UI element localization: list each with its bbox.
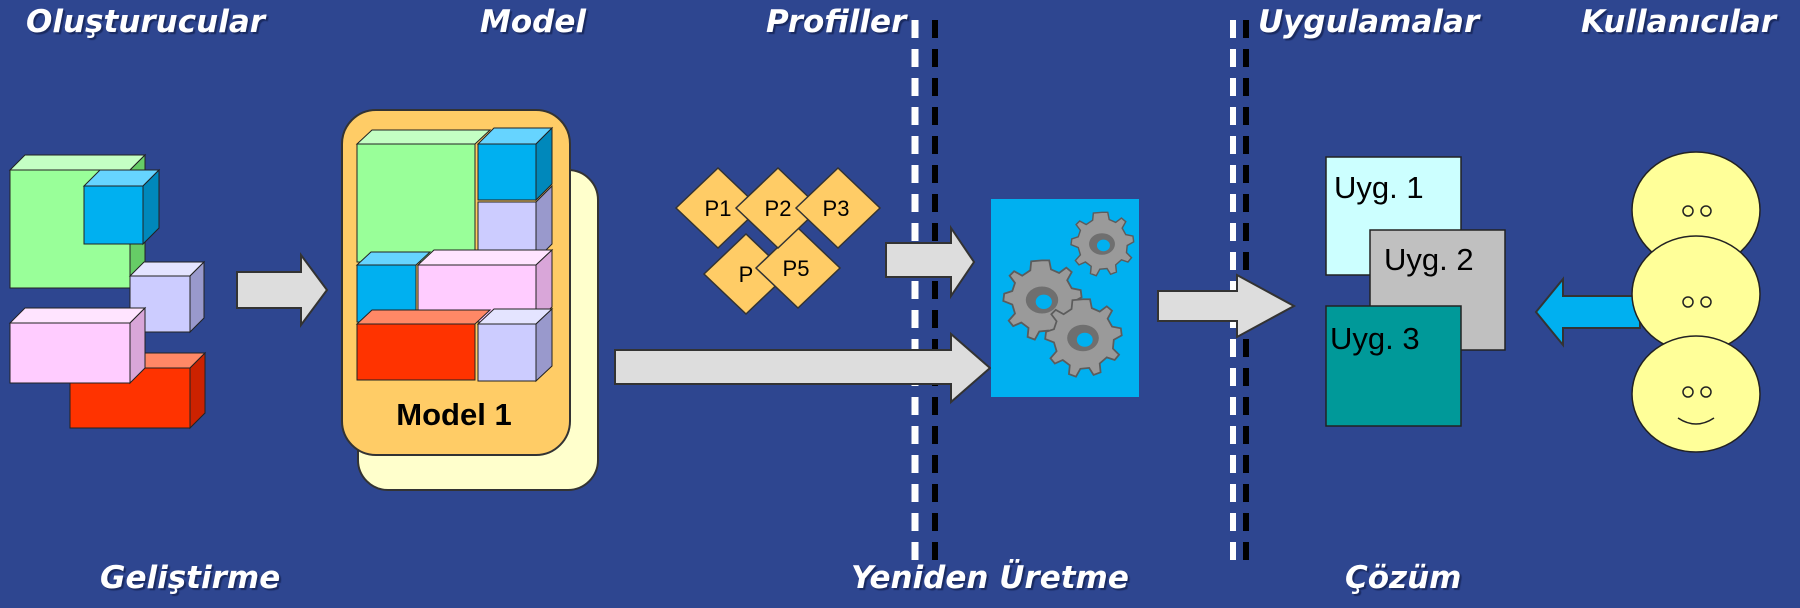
arrow-profiles-to-generator bbox=[885, 224, 976, 300]
lavender-box bbox=[128, 260, 206, 334]
pink-box bbox=[8, 306, 147, 385]
heading-model: Model bbox=[480, 4, 586, 40]
app-stack: Uyg. 1 Uyg. 2 Uyg. 3 bbox=[1325, 156, 1506, 427]
model-green-block bbox=[355, 129, 492, 263]
app-3 bbox=[1325, 305, 1462, 427]
phase-development: Geliştirme bbox=[100, 560, 281, 596]
heading-profiles: Profiller bbox=[766, 4, 907, 40]
model-lavender-block-2 bbox=[476, 307, 554, 383]
profile-p3: P3 bbox=[794, 166, 882, 250]
profile-label: P bbox=[739, 262, 754, 287]
creators-box-cluster bbox=[8, 153, 207, 430]
heading-applications: Uygulamalar bbox=[1258, 4, 1480, 40]
heading-creators: Oluşturucular bbox=[26, 4, 266, 40]
heading-users: Kullanıcılar bbox=[1581, 4, 1777, 40]
phase-regeneration: Yeniden Üretme bbox=[851, 560, 1129, 596]
app-2-label: Uyg. 2 bbox=[1384, 242, 1474, 277]
profile-label: P2 bbox=[765, 196, 792, 221]
model-container: Model 1 bbox=[341, 109, 599, 491]
phase-solution: Çözüm bbox=[1345, 560, 1462, 596]
profile-cluster: P P5 P1 P2 P3 bbox=[674, 166, 882, 316]
model-blue-block-top bbox=[476, 126, 554, 202]
user-face-2 bbox=[1631, 235, 1761, 353]
blue-box bbox=[82, 168, 161, 246]
model-label: Model 1 bbox=[396, 397, 511, 432]
generator-gears bbox=[991, 199, 1139, 397]
app-3-label: Uyg. 3 bbox=[1330, 321, 1420, 356]
arrow-to-model bbox=[236, 251, 329, 329]
app-1-label: Uyg. 1 bbox=[1334, 170, 1424, 205]
profile-label: P5 bbox=[783, 256, 810, 281]
user-faces bbox=[1631, 151, 1761, 453]
arrow-model-to-generator bbox=[614, 331, 992, 405]
user-face-3 bbox=[1631, 335, 1761, 453]
arrow-users-to-apps bbox=[1534, 276, 1641, 348]
profile-label: P1 bbox=[705, 196, 732, 221]
arrow-generator-to-apps bbox=[1157, 273, 1297, 339]
profile-label: P3 bbox=[823, 196, 850, 221]
model-red-block bbox=[355, 309, 492, 381]
user-face-1 bbox=[1631, 151, 1761, 269]
